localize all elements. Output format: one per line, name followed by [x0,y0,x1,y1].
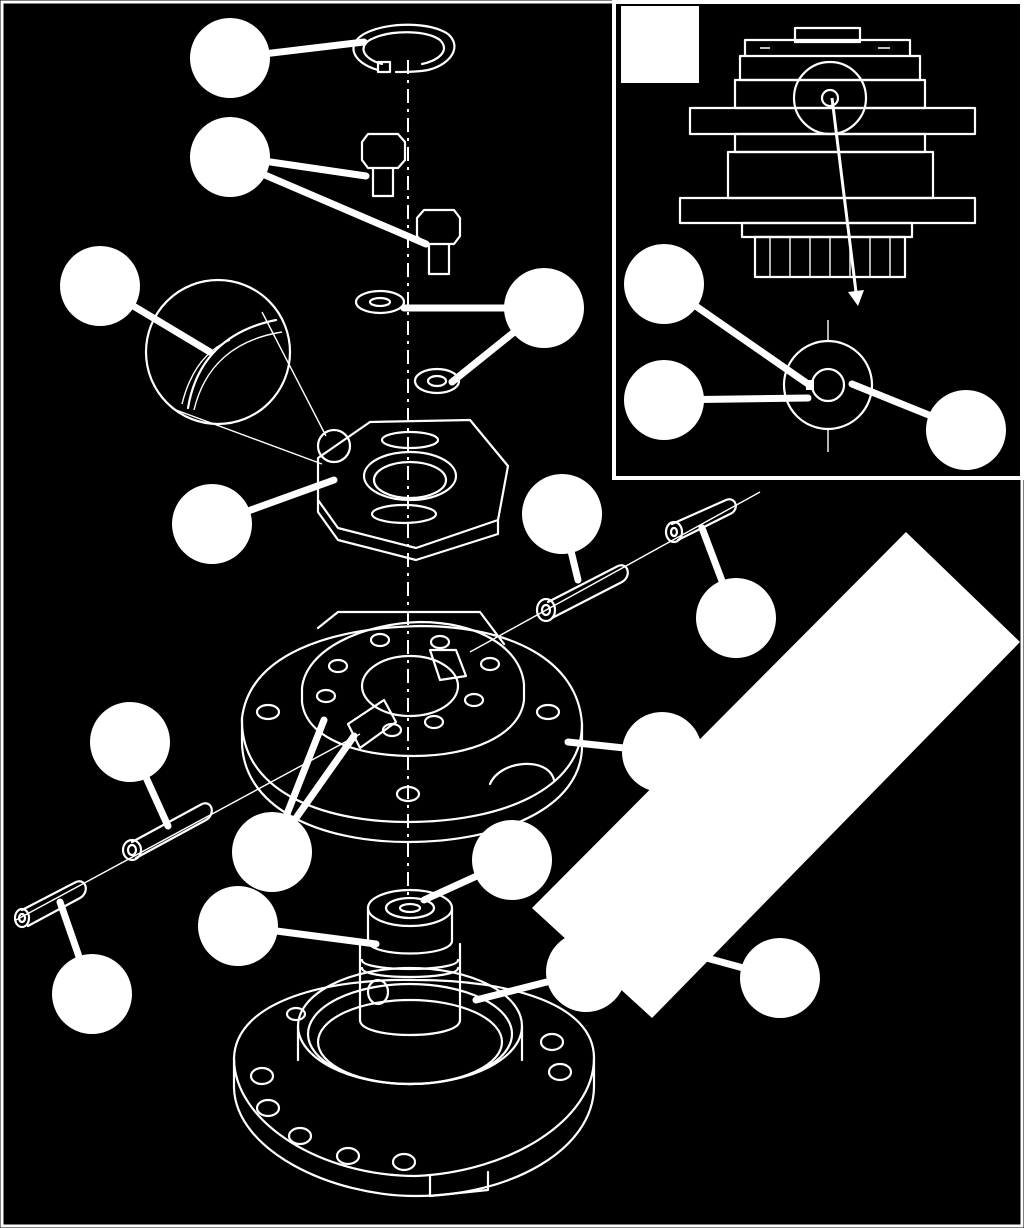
callout-flange [622,712,702,792]
callout-shaft-top [472,820,552,900]
callout-pin-lower-outer [52,954,132,1034]
washer-lower [413,367,461,395]
callout-pin-lower-inner [90,702,170,782]
callout-thread-detail [60,246,140,326]
hub-base [232,966,596,1198]
callout-nut [172,484,252,564]
callout-washers [504,268,584,348]
pin-lower-inner [121,802,213,862]
bolt-upper [360,132,407,198]
washer-upper [354,289,406,315]
callout-inset-left [624,360,704,440]
callout-snap-ring [190,18,270,98]
inset-arrow [830,97,858,293]
callout-pin-upper-inner [522,474,602,554]
callout-hub [546,932,626,1012]
callout-bolts [190,117,270,197]
callout-hub-right [740,938,820,1018]
callout-flange-slots [232,812,312,892]
callout-inset-top [624,244,704,324]
inset-label-box [621,6,699,83]
callout-pin-upper-outer [696,578,776,658]
diagonal-band [532,532,1020,1018]
callout-balloons [52,18,1006,1034]
flange-plate [240,610,584,844]
callout-shaft-groove [198,886,278,966]
pin-lower-outer [13,880,87,929]
pin-axis-right [469,491,761,653]
pin-upper-inner [535,564,629,623]
inset-arrowhead [848,290,864,306]
callout-inset-right [926,390,1006,470]
thread-detail-magnifier [144,278,352,465]
pin-upper-outer [664,498,737,544]
inset-motor-drawing [678,26,977,279]
hex-nut [316,418,510,562]
